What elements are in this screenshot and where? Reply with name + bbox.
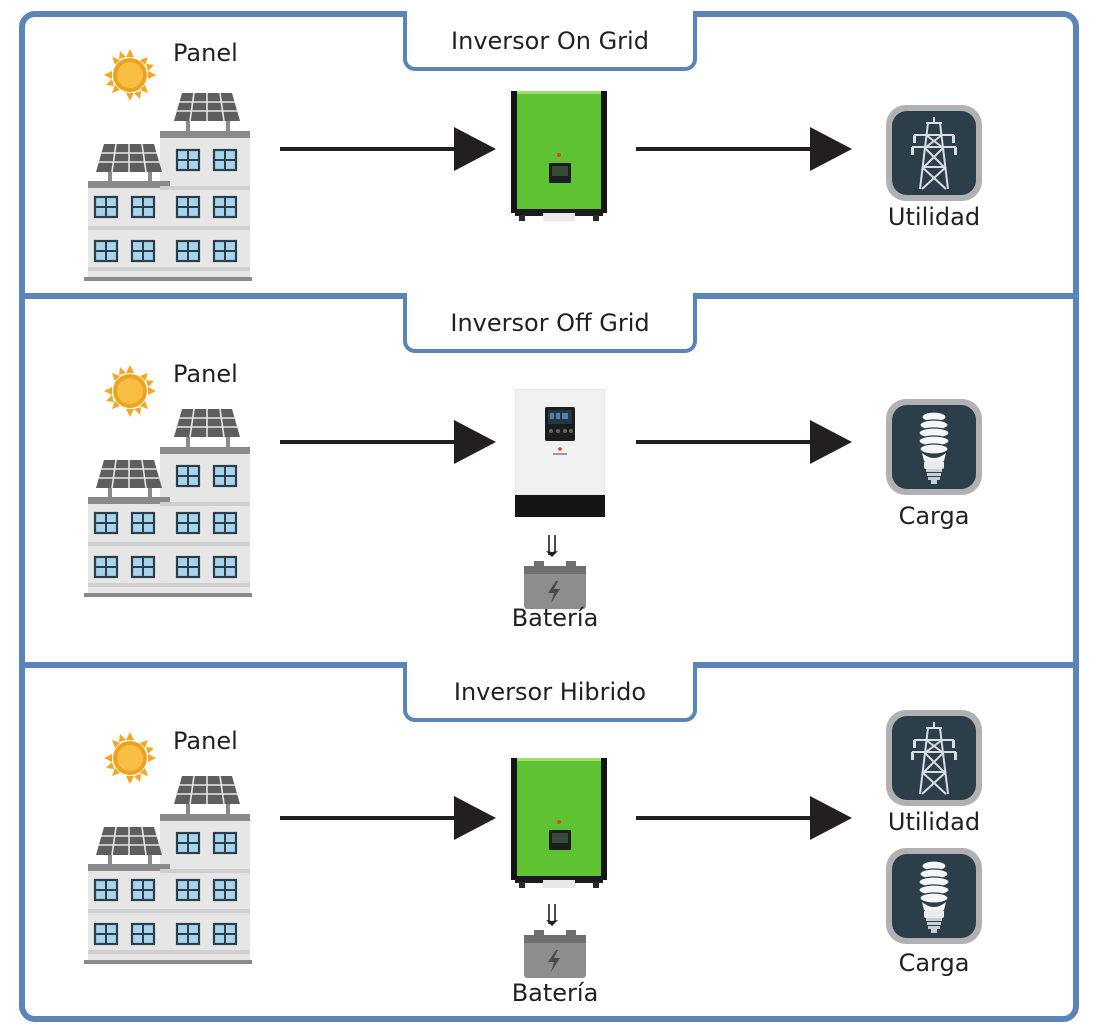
battery-label: Batería (511, 979, 599, 1007)
output-label-utilidad: Utilidad (887, 808, 981, 836)
power-tower-tile (886, 710, 982, 806)
section-title: Inversor On Grid (451, 27, 649, 55)
section-title-tab: Inversor Off Grid (403, 293, 697, 353)
output-label-carga: Carga (898, 949, 970, 977)
right-arrow-icon (280, 420, 496, 464)
light-bulb-tile (886, 399, 982, 495)
battery-icon (522, 904, 588, 978)
output-label-utilidad: Utilidad (887, 203, 981, 231)
building-with-solar-panels-icon (82, 357, 262, 597)
section-title-tab: Inversor Hibrido (403, 662, 697, 722)
output-label-carga: Carga (898, 502, 970, 530)
section-title: Inversor Off Grid (450, 309, 650, 337)
power-tower-tile (886, 105, 982, 201)
right-arrow-icon (636, 420, 852, 464)
white-inverter-image (515, 389, 605, 517)
right-arrow-icon (280, 127, 496, 171)
battery-label: Batería (511, 604, 599, 632)
power-tower-icon (904, 115, 964, 191)
section-off-grid: Inversor Off Grid Panel Batería Carga (25, 293, 1073, 662)
section-title-tab: Inversor On Grid (403, 11, 697, 71)
green-inverter-image (511, 91, 607, 221)
panel-label: Panel (173, 727, 238, 755)
section-on-grid: Inversor On Grid Panel Utilidad (25, 11, 1073, 293)
green-inverter-image (511, 758, 607, 888)
light-bulb-icon (904, 858, 964, 934)
section-hybrid: Inversor Hibrido Panel Batería Utilidad … (25, 662, 1073, 1016)
building-with-solar-panels-icon (82, 41, 262, 281)
right-arrow-icon (636, 796, 852, 840)
panel-label: Panel (173, 360, 238, 388)
right-arrow-icon (280, 796, 496, 840)
light-bulb-tile (886, 848, 982, 944)
power-tower-icon (904, 720, 964, 796)
section-title: Inversor Hibrido (453, 678, 647, 706)
battery-icon (522, 535, 588, 609)
panel-label: Panel (173, 39, 238, 67)
right-arrow-icon (636, 127, 852, 171)
building-with-solar-panels-icon (82, 724, 262, 964)
light-bulb-icon (904, 409, 964, 485)
